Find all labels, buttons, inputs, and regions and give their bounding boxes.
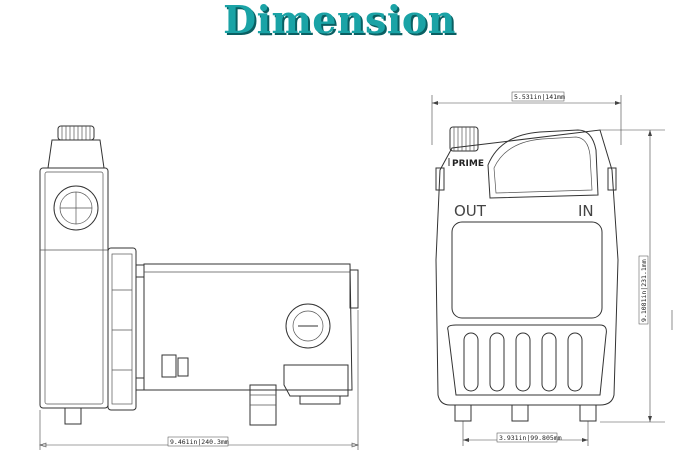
side-view: 9.461in|240.3mm [39, 125, 359, 450]
feet-spacing-dimension: 3.931in|99.805mm [499, 434, 562, 442]
out-label: OUT [454, 202, 487, 220]
front-view: 5.531in|141mm PRIME OUT IN [431, 91, 673, 446]
in-label: IN [578, 202, 594, 220]
page-title: Dimension [223, 0, 456, 42]
height-dimension: 9.1081in|231.1mm [640, 259, 648, 322]
width-dimension: 5.531in|141mm [514, 93, 565, 101]
prime-label: PRIME [452, 159, 484, 169]
length-dimension: 9.461in|240.3mm [170, 438, 229, 446]
